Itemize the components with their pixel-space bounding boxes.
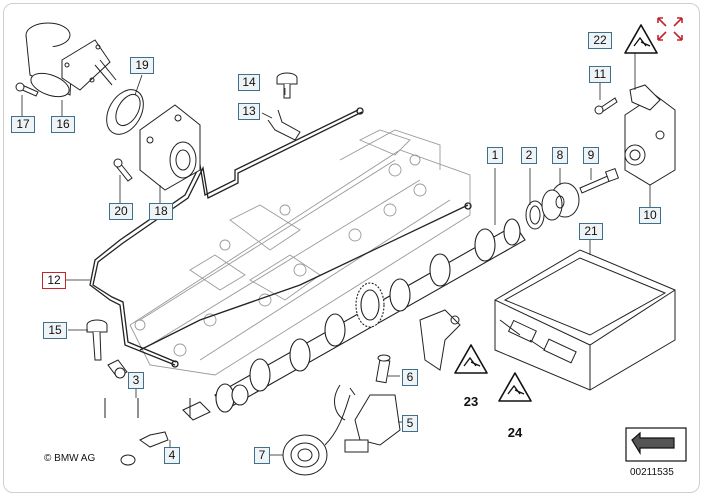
sensor-bracket-ghost bbox=[419, 309, 461, 371]
bolt-part-11 bbox=[594, 97, 618, 115]
part-label-10[interactable]: 10 bbox=[639, 207, 661, 224]
bolt-part-9 bbox=[579, 167, 620, 194]
part-label-3[interactable]: 3 bbox=[128, 372, 144, 389]
warning-triangle-icon-24 bbox=[498, 372, 532, 402]
cylinder-head-ghost bbox=[129, 129, 471, 376]
part-label-16[interactable]: 16 bbox=[51, 116, 75, 133]
diagram-frame bbox=[3, 3, 700, 493]
part-label-9[interactable]: 9 bbox=[583, 147, 599, 164]
seal-ring-part-19 bbox=[106, 89, 144, 135]
bolt-part-6 bbox=[375, 354, 391, 384]
housing-part-18 bbox=[139, 104, 201, 191]
clip-part-13 bbox=[267, 109, 301, 141]
part-label-17[interactable]: 17 bbox=[11, 116, 35, 133]
valve-part-5 bbox=[334, 384, 401, 453]
bolt-part-14 bbox=[276, 72, 298, 99]
warning-triangle-icon-23 bbox=[454, 344, 488, 374]
diagram-number: 00211535 bbox=[630, 467, 674, 478]
part-label-8[interactable]: 8 bbox=[552, 147, 568, 164]
part-label-13[interactable]: 13 bbox=[238, 103, 260, 120]
part-label-24[interactable]: 24 bbox=[507, 425, 523, 440]
part-label-23[interactable]: 23 bbox=[463, 394, 479, 409]
part-label-21[interactable]: 21 bbox=[579, 223, 603, 240]
leader-lines bbox=[21, 48, 651, 456]
part-label-7[interactable]: 7 bbox=[254, 447, 270, 464]
banjo-fitting-part-3 bbox=[104, 359, 211, 466]
part-label-1[interactable]: 1 bbox=[487, 147, 503, 164]
part-label-6[interactable]: 6 bbox=[402, 369, 418, 386]
expand-arrows-icon bbox=[657, 17, 683, 41]
sprocket-part-8 bbox=[541, 182, 580, 221]
warning-triangle-icon-22 bbox=[624, 24, 658, 54]
part-label-2[interactable]: 2 bbox=[521, 147, 537, 164]
part-label-12[interactable]: 12 bbox=[42, 272, 66, 289]
control-unit-part-21 bbox=[494, 249, 676, 391]
copyright-text: © BMW AG bbox=[44, 453, 96, 464]
part-label-11[interactable]: 11 bbox=[589, 66, 611, 83]
part-label-18[interactable]: 18 bbox=[149, 203, 173, 220]
orientation-arrow-icon bbox=[625, 427, 687, 462]
actuator-part-16 bbox=[25, 22, 117, 98]
part-label-5[interactable]: 5 bbox=[402, 415, 418, 432]
screw-part-17 bbox=[15, 82, 39, 97]
bolt-part-20 bbox=[113, 158, 133, 182]
oil-line-part-12 bbox=[89, 107, 472, 368]
camshaft-part-1 bbox=[214, 218, 526, 413]
part-label-14[interactable]: 14 bbox=[238, 74, 260, 91]
part-label-4[interactable]: 4 bbox=[164, 447, 180, 464]
part-label-22[interactable]: 22 bbox=[588, 32, 612, 49]
bearing-ring-part-2 bbox=[525, 200, 545, 230]
part-label-20[interactable]: 20 bbox=[109, 203, 133, 220]
bolt-part-15 bbox=[86, 319, 108, 361]
part-label-15[interactable]: 15 bbox=[43, 322, 67, 339]
sensor-part-10 bbox=[624, 84, 676, 186]
coil-part-7 bbox=[282, 394, 351, 476]
part-label-19[interactable]: 19 bbox=[130, 57, 154, 74]
